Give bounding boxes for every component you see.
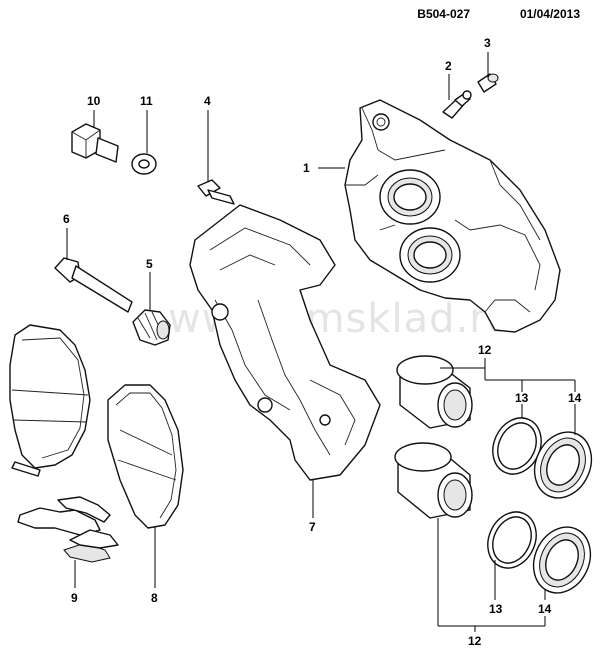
dust-boot-upper [533,431,593,499]
leader-lines [66,52,576,632]
callout-5: 5 [146,257,153,271]
callout-4: 4 [204,94,211,108]
diagram-code: B504-027 [417,7,470,21]
bracket-bolt [71,123,119,163]
callout-9: 9 [71,591,78,605]
callout-2: 2 [445,59,452,73]
callout-1: 1 [303,161,310,175]
callout-7: 7 [309,520,316,534]
callout-14-bottom: 14 [538,602,552,616]
piston-seal-lower [487,511,537,569]
piston-seal-upper [492,417,542,475]
callout-6: 6 [63,212,70,226]
mounting-bolt [197,179,235,205]
callout-10: 10 [87,94,101,108]
callout-13-top: 13 [515,391,529,405]
callout-13-bottom: 13 [489,602,503,616]
caliper-housing [344,99,561,333]
piston-upper [396,355,473,429]
pad-clips [17,496,119,563]
callout-11: 11 [140,94,153,108]
callout-12-bottom: 12 [468,634,482,648]
bleeder-screw [442,90,472,119]
brake-pad-outer [9,324,91,477]
bleeder-cap [477,73,499,93]
brake-pad-inner [107,384,184,529]
caliper-bracket [189,204,381,481]
guide-pin-boot [132,309,171,346]
callout-3: 3 [484,36,491,50]
washer [131,153,157,175]
callout-8: 8 [151,591,158,605]
callout-12-top: 12 [478,343,492,357]
callout-labels: 1 2 3 4 5 6 7 8 9 10 11 12 12 13 13 14 1… [63,36,582,648]
callout-14-top: 14 [568,391,582,405]
guide-pin [54,257,133,313]
diagram-date: 01/04/2013 [520,7,580,21]
dust-boot-lower [532,526,592,594]
piston-lower [394,442,473,519]
